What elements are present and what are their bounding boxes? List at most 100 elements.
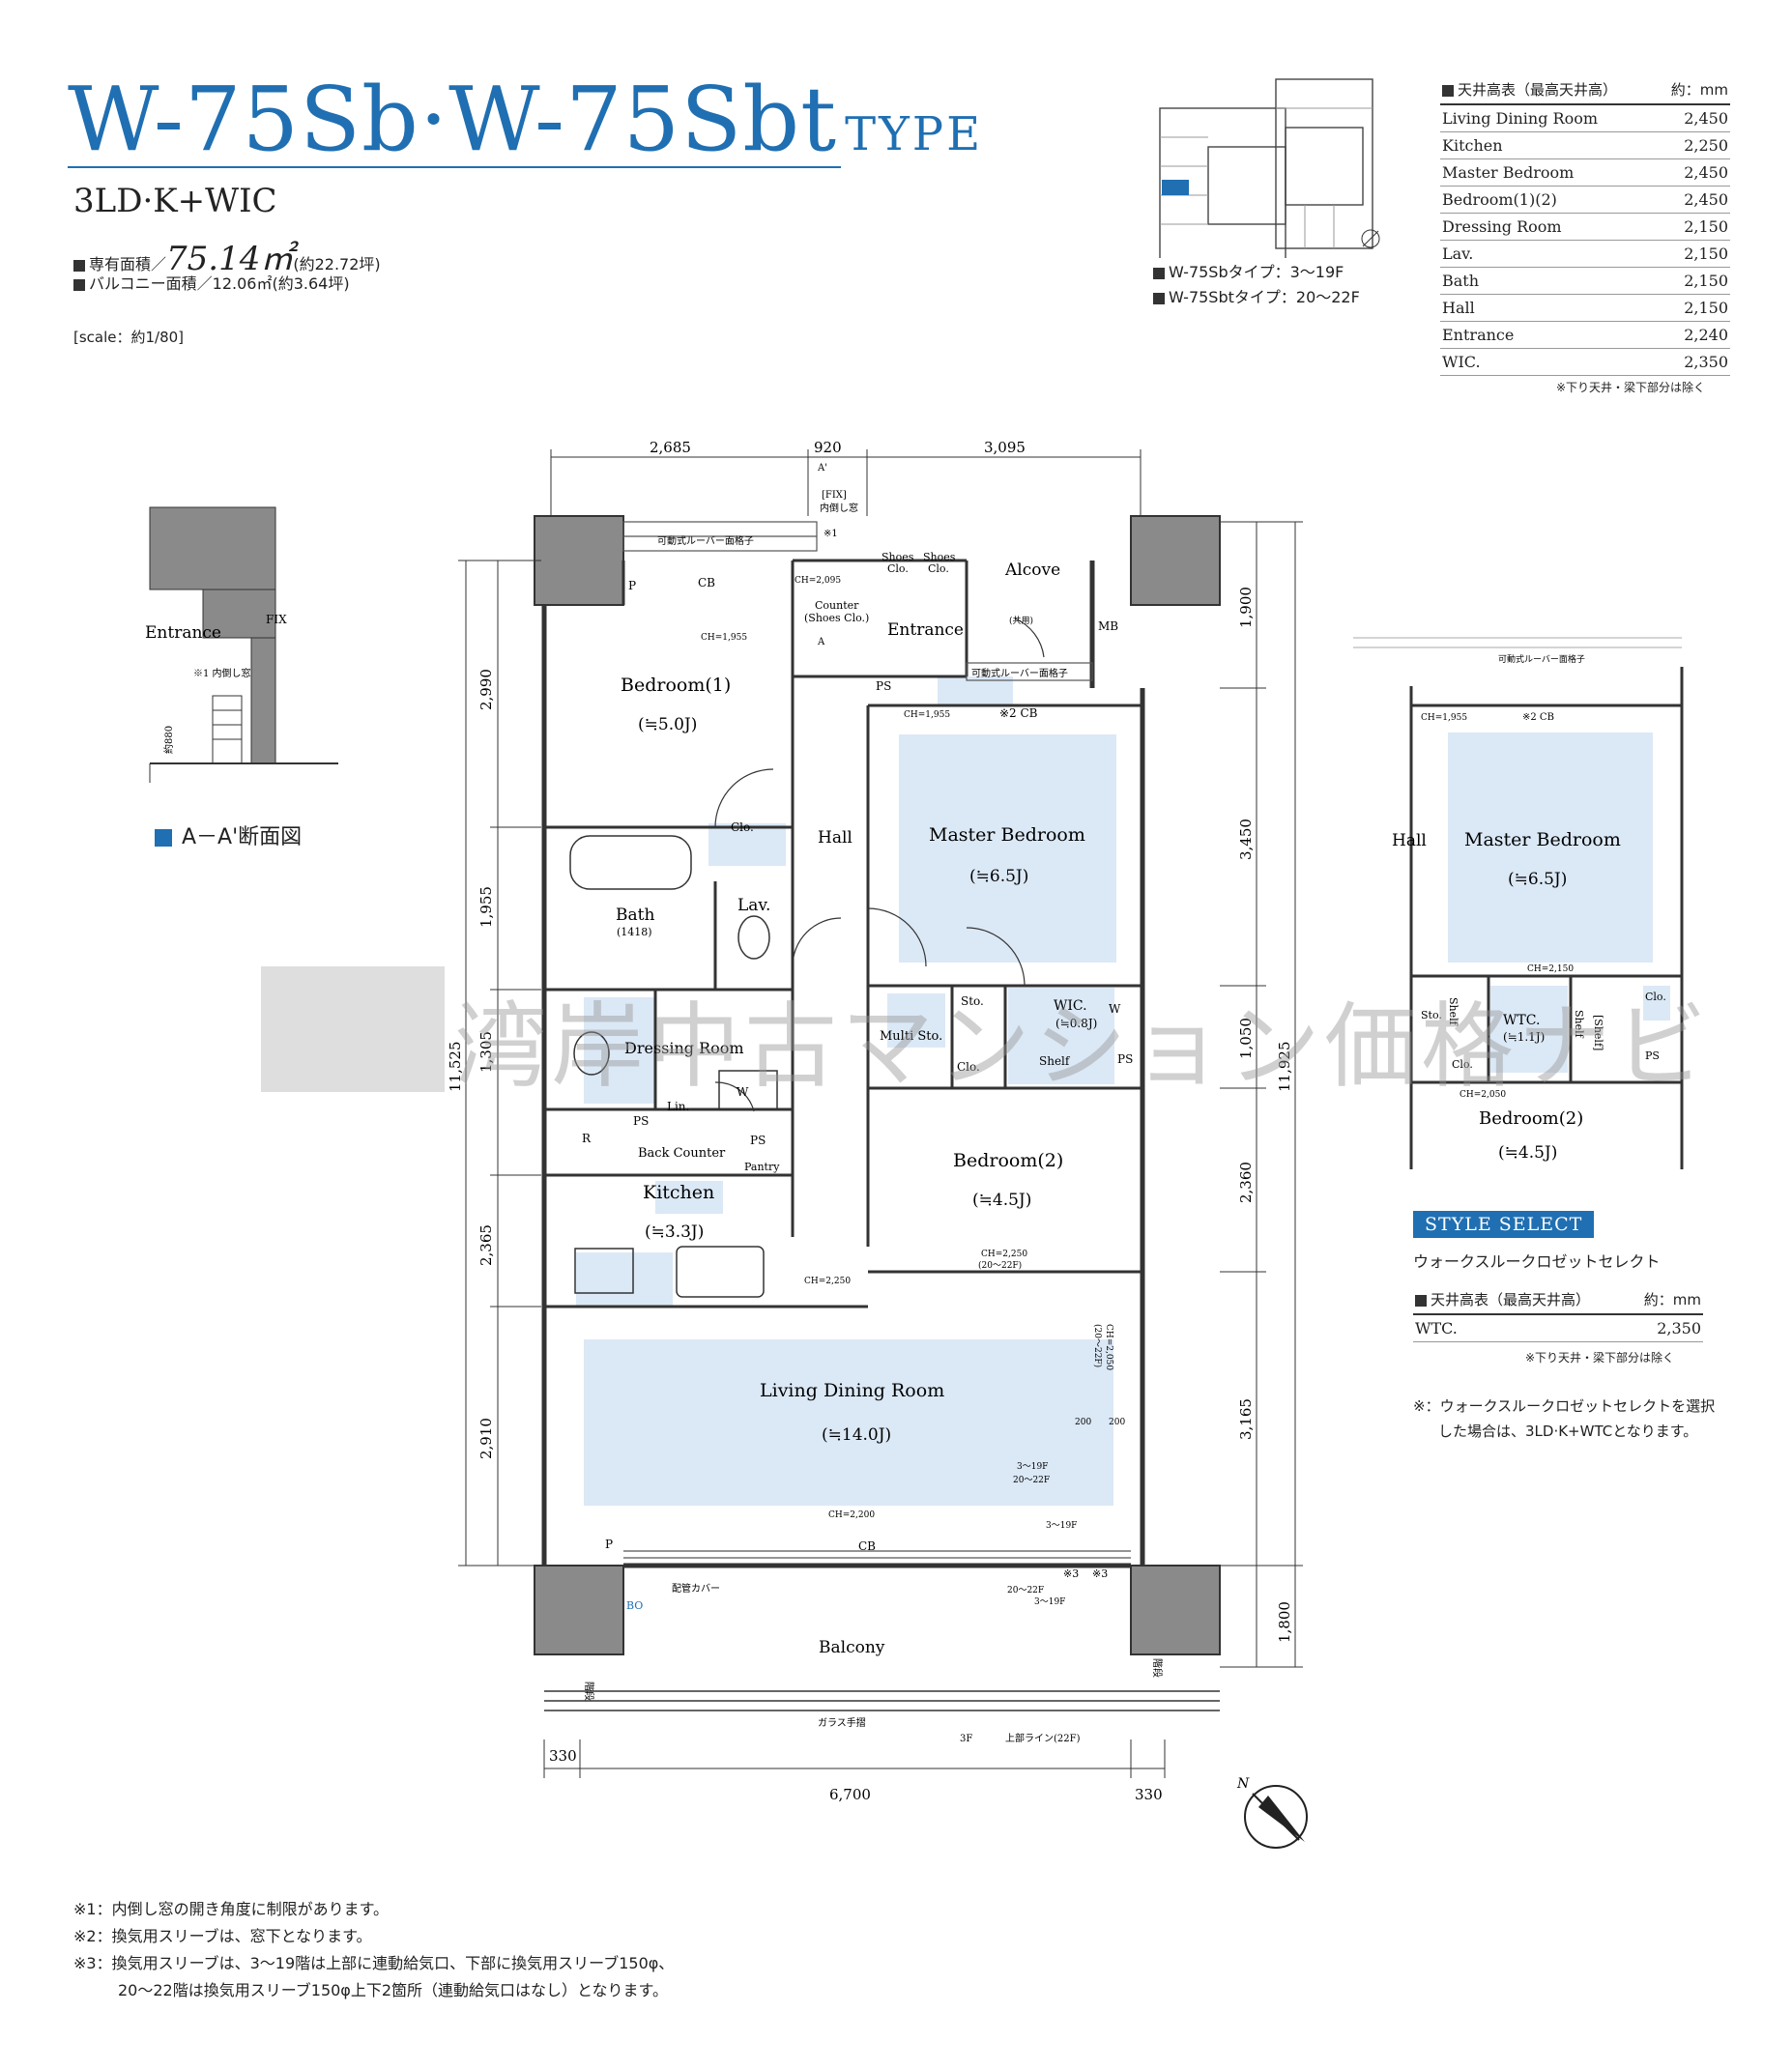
bo-label: BO <box>626 1599 643 1612</box>
back-counter-label: Back Counter <box>638 1146 726 1161</box>
key-plan-type-1-text: W-75Sbタイプ：3〜19F <box>1169 263 1344 281</box>
style-select-badge: STYLE SELECT <box>1413 1211 1595 1238</box>
dim-top-3: 3,095 <box>984 439 1026 456</box>
ch-2050-sub-label: (20〜22F) <box>1092 1324 1103 1367</box>
section-aa-drawing: Entrance FIX ※1 内倒し窓 約880 <box>145 506 338 783</box>
alt-clo-2: Clo. <box>1645 991 1666 1003</box>
v200-label-1: 200 <box>1075 1418 1091 1427</box>
dimension-lines <box>458 449 1303 1778</box>
area-label: 専有面積／ <box>89 255 167 273</box>
section-entrance-label: Entrance <box>145 623 221 643</box>
master-bedroom-size: (≒6.5J) <box>969 867 1028 886</box>
wic-highlight <box>1008 988 1114 1084</box>
alt-ch-2150: CH=2,150 <box>1527 964 1574 974</box>
bullet-square <box>73 278 85 291</box>
compass-icon: N <box>1236 1776 1308 1849</box>
section-fix-label: FIX <box>266 613 287 626</box>
ceiling-table-unit: 約：mm <box>1656 75 1730 105</box>
section-window-label: ※1 内倒し窓 <box>193 667 251 679</box>
dim-bottom-3: 330 <box>1135 1786 1163 1803</box>
dim-left-1: 2,990 <box>477 669 495 710</box>
dim-left-total: 11,525 <box>447 1042 464 1093</box>
caption-square <box>155 829 172 847</box>
lin-label: Lin. <box>667 1100 689 1113</box>
style-select-table-unit: 約：mm <box>1629 1285 1703 1315</box>
style-select-remark-2: した場合は、3LD·K+WTCとなります。 <box>1438 1423 1698 1440</box>
shelf-label: Shelf <box>1039 1054 1071 1068</box>
column-se <box>1130 1565 1221 1655</box>
column-sw <box>534 1565 624 1655</box>
footnote-2: ※2：換気用スリーブは、窓下となります。 <box>73 1927 372 1945</box>
hall-label: Hall <box>818 828 853 848</box>
alt-walls <box>1409 667 1684 1169</box>
key-plan-unit-highlight <box>1162 180 1189 195</box>
wic-size: (≒0.8J) <box>1055 1017 1097 1030</box>
washbasin <box>573 1031 610 1076</box>
section-caption: A－A'断面図 <box>155 819 302 850</box>
dim-top-1: 2,685 <box>650 439 691 456</box>
ch-2250-label: CH=2,250 <box>804 1277 851 1286</box>
ldr-label: Living Dining Room <box>760 1380 944 1401</box>
bullet-square <box>1442 84 1454 97</box>
interior-walls <box>544 559 1142 1308</box>
layout-type: 3LD·K+WIC <box>73 182 277 220</box>
windows <box>622 521 1131 1559</box>
a-prime-marker-label: A' <box>817 463 827 474</box>
room-highlights <box>576 676 1116 1506</box>
row-room: WIC. <box>1440 348 1657 376</box>
kitchen-label: Kitchen <box>643 1182 714 1203</box>
cb2-label: ※2 CB <box>999 706 1038 720</box>
bathtub <box>569 835 692 890</box>
title-type: TYPE <box>845 107 984 161</box>
table-row: WTC.2,350 <box>1413 1314 1703 1342</box>
bullet-square <box>1415 1294 1427 1307</box>
note1-marker: ※1 <box>824 529 838 539</box>
style-select-note: ※下り天井・梁下部分は除く <box>1525 1351 1675 1365</box>
shoes-clo-paren-label: (Shoes Clo.) <box>804 612 869 624</box>
cb-top-label: CB <box>698 576 715 589</box>
dim-bottom-2: 6,700 <box>829 1786 871 1803</box>
ceiling-table-note: ※下り天井・梁下部分は除く <box>1556 381 1706 394</box>
watermark-logo-icon <box>261 966 445 1092</box>
dim-right-1: 1,900 <box>1237 587 1255 628</box>
master-bedroom-label: Master Bedroom <box>929 824 1085 846</box>
dim-right-balcony: 1,800 <box>1276 1601 1293 1643</box>
alt-shelf-3: [Shelf] <box>1592 1015 1604 1050</box>
ceiling-table-title: 天井高表（最高天井高） <box>1440 75 1657 105</box>
exclusive-area: 専有面積／75.14㎡(約22.72坪) <box>73 232 381 279</box>
doors <box>714 618 1045 1112</box>
r-label: R <box>582 1132 592 1145</box>
row-height: 2,350 <box>1629 1314 1703 1342</box>
multi-sto-highlight <box>887 993 945 1048</box>
title-rule <box>68 166 841 168</box>
cb3-label: CB <box>858 1539 876 1553</box>
alt-shelf-1: Shelf <box>1447 997 1460 1026</box>
fix-window-label: 内倒し窓 <box>820 502 858 514</box>
style-select-table-title-text: 天井高表（最高天井高） <box>1431 1291 1591 1308</box>
dim-top-2: 920 <box>814 439 842 456</box>
entrance-label: Entrance <box>887 620 964 640</box>
w-label-1: W <box>737 1085 749 1099</box>
table-row: WIC.2,350 <box>1440 348 1730 376</box>
alt-highlights <box>1448 733 1670 1073</box>
alt-wtc-label: WTC. <box>1503 1013 1540 1028</box>
section-caption-text: A－A'断面図 <box>182 825 303 849</box>
glass-label: ガラス手摺 <box>818 1716 866 1729</box>
dim-right-3: 1,050 <box>1237 1018 1255 1059</box>
mb-label: MB <box>1098 619 1118 633</box>
alt-master-highlight <box>1448 733 1653 963</box>
columns <box>534 515 1221 1655</box>
column-ne <box>1130 515 1221 606</box>
cooktop <box>574 1248 634 1294</box>
f3-19-label-2: 3〜19F <box>1046 1521 1077 1531</box>
row-room: Hall <box>1440 294 1657 322</box>
row-height: 2,450 <box>1656 104 1730 132</box>
alcove-label: Alcove <box>1004 561 1060 580</box>
fixtures <box>569 835 778 1298</box>
